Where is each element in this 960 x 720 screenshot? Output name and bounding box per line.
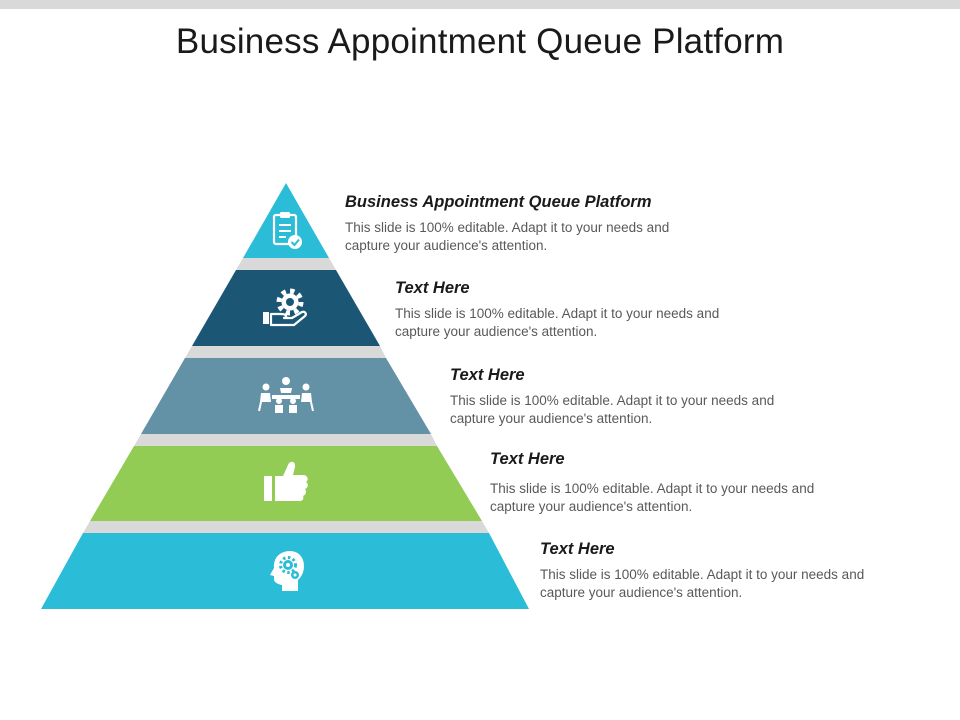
pyramid-gap-2 (185, 346, 386, 358)
thumbs-up-icon (264, 461, 308, 501)
tier-5-text: Text Here This slide is 100% editable. A… (540, 540, 910, 602)
team-meeting-icon (258, 377, 314, 413)
tier-4-text: Text Here This slide is 100% editable. A… (490, 450, 860, 516)
head-gears-icon (270, 551, 304, 591)
tier-5-body: This slide is 100% editable. Adapt it to… (540, 567, 865, 600)
tier-5-heading: Text Here (540, 540, 615, 558)
clipboard-check-icon (272, 212, 302, 249)
pyramid-gap-3 (134, 434, 437, 446)
slide-title: Business Appointment Queue Platform (175, 22, 785, 61)
pyramid-gap-1 (236, 258, 336, 270)
tier-3-body: This slide is 100% editable. Adapt it to… (450, 393, 775, 426)
tier-1-body: This slide is 100% editable. Adapt it to… (345, 220, 670, 253)
pyramid-tier-1 (243, 183, 329, 258)
tier-3-heading: Text Here (450, 366, 525, 384)
top-bar (0, 0, 960, 9)
tier-1-text: Business Appointment Queue Platform This… (345, 193, 715, 255)
tier-1-heading: Business Appointment Queue Platform (345, 193, 652, 211)
tier-4-heading: Text Here (490, 450, 565, 468)
tier-3-text: Text Here This slide is 100% editable. A… (450, 366, 820, 428)
tier-2-body: This slide is 100% editable. Adapt it to… (395, 306, 720, 339)
tier-2-text: Text Here This slide is 100% editable. A… (395, 279, 765, 341)
hand-gear-icon (263, 288, 307, 327)
tier-4-body: This slide is 100% editable. Adapt it to… (490, 481, 815, 514)
pyramid-gap-4 (83, 521, 489, 533)
tier-2-heading: Text Here (395, 279, 470, 297)
